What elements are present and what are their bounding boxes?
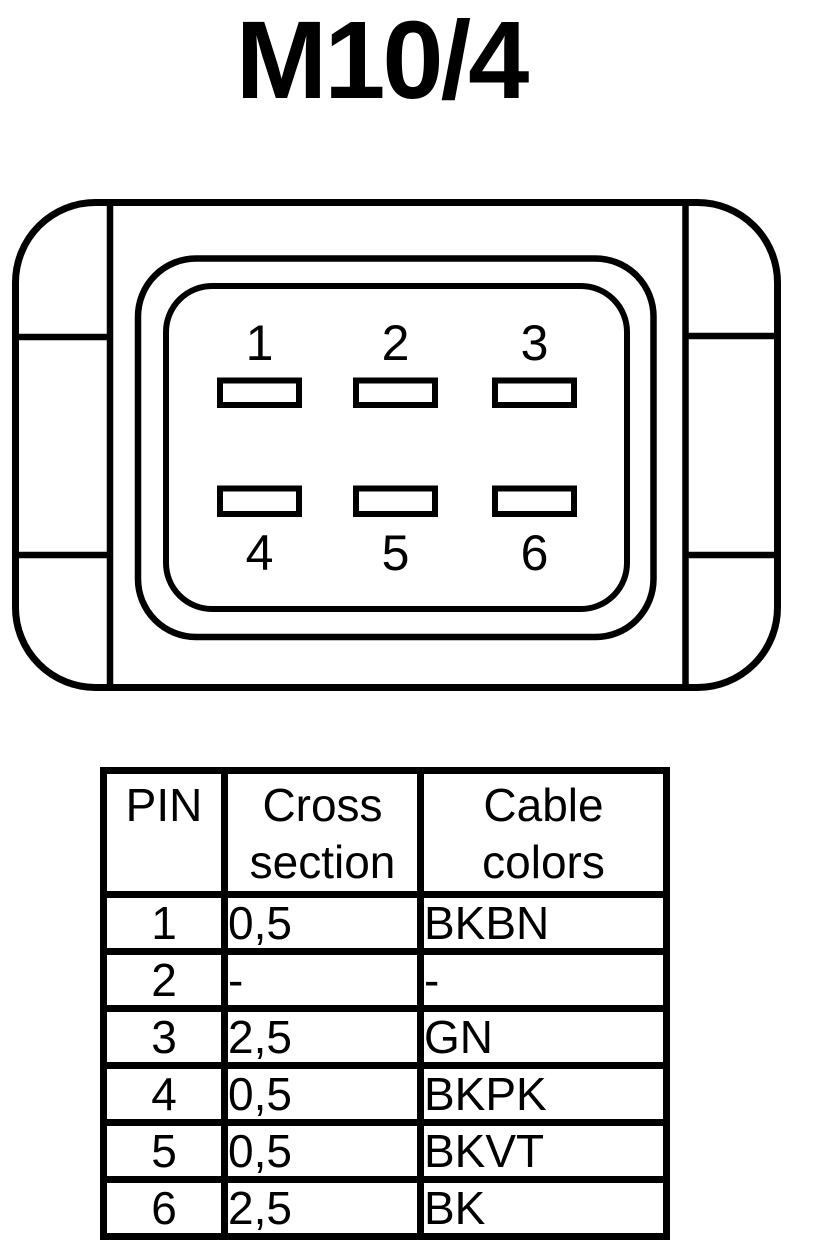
col-header-cable-colors: Cable colors xyxy=(417,767,670,898)
pin-slot-6 xyxy=(492,485,577,517)
cell-cross-section: 2,5 xyxy=(221,1005,424,1069)
cell-cable-colors: - xyxy=(417,948,670,1012)
cell-cross-section: 0,5 xyxy=(221,1119,424,1183)
pin-label-4: 4 xyxy=(246,525,274,581)
pinout-table: PIN Cross section Cable colors 1 0,5 BKB… xyxy=(100,767,670,1240)
col-header-pin: PIN xyxy=(100,767,228,898)
cell-cable-colors: BKBN xyxy=(417,891,670,955)
cell-cable-colors: BKPK xyxy=(417,1062,670,1126)
cell-cable-colors: GN xyxy=(417,1005,670,1069)
table-row: 2 - - xyxy=(100,948,670,1012)
pin-slot-1 xyxy=(217,377,302,408)
cell-cross-section: 0,5 xyxy=(221,891,424,955)
cell-pin: 6 xyxy=(100,1176,228,1240)
connector-diagram: 1 2 3 4 5 6 xyxy=(12,199,781,691)
cell-cable-colors: BK xyxy=(417,1176,670,1240)
page-title: M10/4 xyxy=(235,0,530,122)
pin-label-1: 1 xyxy=(246,315,274,371)
table-row: 4 0,5 BKPK xyxy=(100,1062,670,1126)
cell-cross-section: 2,5 xyxy=(221,1176,424,1240)
pin-label-6: 6 xyxy=(521,525,549,581)
col-header-cross-section: Cross section xyxy=(221,767,424,898)
pin-label-3: 3 xyxy=(521,315,549,371)
pin-slot-4 xyxy=(217,485,302,517)
cell-pin: 5 xyxy=(100,1119,228,1183)
connector-outer-body xyxy=(12,199,781,691)
pin-slot-3 xyxy=(492,377,577,408)
table-header-row: PIN Cross section Cable colors xyxy=(100,767,670,898)
pin-label-2: 2 xyxy=(382,315,410,371)
cell-cable-colors: BKVT xyxy=(417,1119,670,1183)
cell-pin: 2 xyxy=(100,948,228,1012)
cell-pin: 4 xyxy=(100,1062,228,1126)
pin-slot-2 xyxy=(353,377,438,408)
table-row: 6 2,5 BK xyxy=(100,1176,670,1240)
table-row: 1 0,5 BKBN xyxy=(100,891,670,955)
pin-label-5: 5 xyxy=(382,525,410,581)
table-row: 5 0,5 BKVT xyxy=(100,1119,670,1183)
connector-inner-cavity xyxy=(163,283,630,612)
cell-cross-section: 0,5 xyxy=(221,1062,424,1126)
cell-cross-section: - xyxy=(221,948,424,1012)
cell-pin: 3 xyxy=(100,1005,228,1069)
table-row: 3 2,5 GN xyxy=(100,1005,670,1069)
cell-pin: 1 xyxy=(100,891,228,955)
pin-slot-5 xyxy=(353,485,438,517)
connector-middle-shell xyxy=(134,255,657,641)
